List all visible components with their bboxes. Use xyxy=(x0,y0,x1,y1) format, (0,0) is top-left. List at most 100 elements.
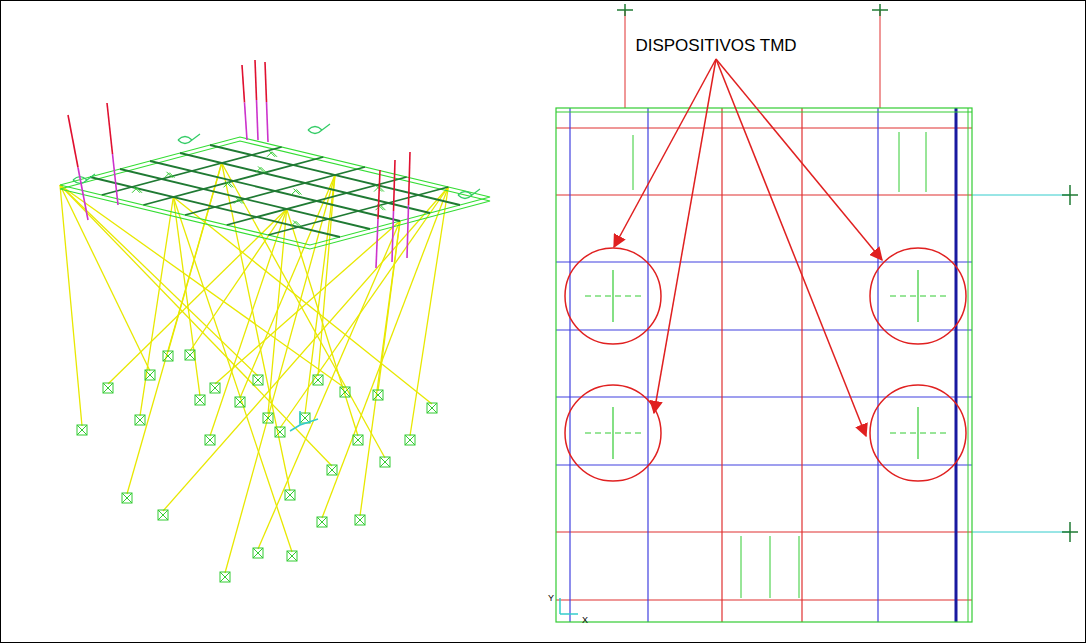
column-line xyxy=(392,211,394,262)
node-symbol xyxy=(308,124,330,134)
cable-line xyxy=(60,185,345,388)
cable-line xyxy=(173,197,200,396)
anchor-symbol xyxy=(317,517,327,527)
support-symbol xyxy=(292,189,302,195)
cable-line xyxy=(140,197,173,416)
grid-line xyxy=(556,127,972,128)
anchor-symbol xyxy=(427,403,437,413)
anchor-symbol xyxy=(185,350,195,360)
grid-line xyxy=(801,108,802,622)
anchor-symbol xyxy=(158,510,168,520)
anchor-symbol xyxy=(313,375,323,385)
tmd-circle xyxy=(870,385,966,481)
callout-label: DISPOSITIVOS TMD xyxy=(635,36,796,56)
axis-line xyxy=(972,195,1070,196)
beam-line xyxy=(210,145,460,205)
opening-line xyxy=(799,536,800,598)
cable-line xyxy=(60,185,82,426)
axis-line xyxy=(880,10,881,108)
grid-line xyxy=(556,531,972,532)
column-line xyxy=(78,168,88,221)
cable-line xyxy=(173,197,292,552)
opening-line xyxy=(899,132,900,192)
slab-edge xyxy=(968,108,969,622)
node-symbol xyxy=(458,189,480,199)
tmd-circle xyxy=(565,385,661,481)
axis-line xyxy=(972,532,1070,533)
column-line xyxy=(257,100,259,140)
column-line xyxy=(378,170,380,219)
cable-line xyxy=(108,209,287,384)
node-symbol xyxy=(73,174,95,184)
anchor-symbol xyxy=(340,387,350,397)
anchor-symbol xyxy=(235,397,245,407)
anchor-symbol xyxy=(253,548,263,558)
anchor-symbol xyxy=(163,351,173,361)
tmd-symbol xyxy=(917,407,918,459)
grid-line xyxy=(556,194,972,195)
support-symbol xyxy=(291,220,301,226)
cable-line xyxy=(60,185,332,466)
cable-line xyxy=(215,221,400,384)
anchor-symbol xyxy=(373,390,383,400)
column-line xyxy=(242,65,245,103)
axis-label: Y xyxy=(548,593,554,603)
cable-line xyxy=(258,221,400,549)
support-symbol xyxy=(256,166,266,172)
anchor-symbol xyxy=(77,425,87,435)
anchor-symbol xyxy=(210,383,220,393)
tmd-symbol xyxy=(612,407,613,459)
opening-line xyxy=(741,536,742,598)
axis-tick xyxy=(1062,194,1078,196)
anchor-symbol xyxy=(205,435,215,445)
axis-tick xyxy=(1062,531,1078,533)
anchor-symbol xyxy=(253,375,263,385)
cable-line xyxy=(190,209,287,351)
anchor-symbol xyxy=(135,415,145,425)
tmd-circle xyxy=(565,248,661,344)
column-line xyxy=(376,219,378,268)
anchor-symbol xyxy=(353,435,363,445)
tmd-symbol xyxy=(917,270,918,322)
grid-line xyxy=(877,108,878,622)
anchor-symbol xyxy=(327,465,337,475)
cable-line xyxy=(60,185,150,371)
axis-marker xyxy=(560,613,578,615)
grid-line xyxy=(556,599,972,600)
anchor-symbol xyxy=(405,435,415,445)
column-line xyxy=(407,205,409,258)
column-line xyxy=(113,154,119,205)
grid-line xyxy=(556,464,972,465)
column-line xyxy=(68,115,78,168)
leader-arrow xyxy=(716,59,882,260)
anchor-symbol xyxy=(220,572,230,582)
cable-line xyxy=(60,185,258,376)
column-line xyxy=(255,60,257,100)
column-line xyxy=(245,103,248,141)
anchor-symbol xyxy=(275,427,285,437)
grid-line xyxy=(955,108,958,622)
support-symbol xyxy=(132,187,142,193)
support-symbol xyxy=(267,151,277,157)
axis-line xyxy=(625,10,626,108)
cable-line xyxy=(410,187,448,436)
cable-line xyxy=(225,175,335,573)
anchor-symbol xyxy=(285,490,295,500)
leader-arrow xyxy=(614,59,716,247)
tmd-circle xyxy=(870,248,966,344)
support-symbol xyxy=(376,204,386,210)
support-symbol xyxy=(234,198,244,204)
support-symbol xyxy=(224,181,234,187)
column-line xyxy=(409,152,411,205)
cable-line xyxy=(163,187,448,511)
anchor-symbol xyxy=(355,515,365,525)
cable-line xyxy=(280,187,448,428)
slab-edge xyxy=(556,112,972,113)
node-symbol xyxy=(178,134,200,144)
axis-marker xyxy=(559,598,561,614)
axis-marker xyxy=(290,411,318,431)
anchor-symbol xyxy=(287,551,297,561)
grid-line xyxy=(556,261,972,262)
